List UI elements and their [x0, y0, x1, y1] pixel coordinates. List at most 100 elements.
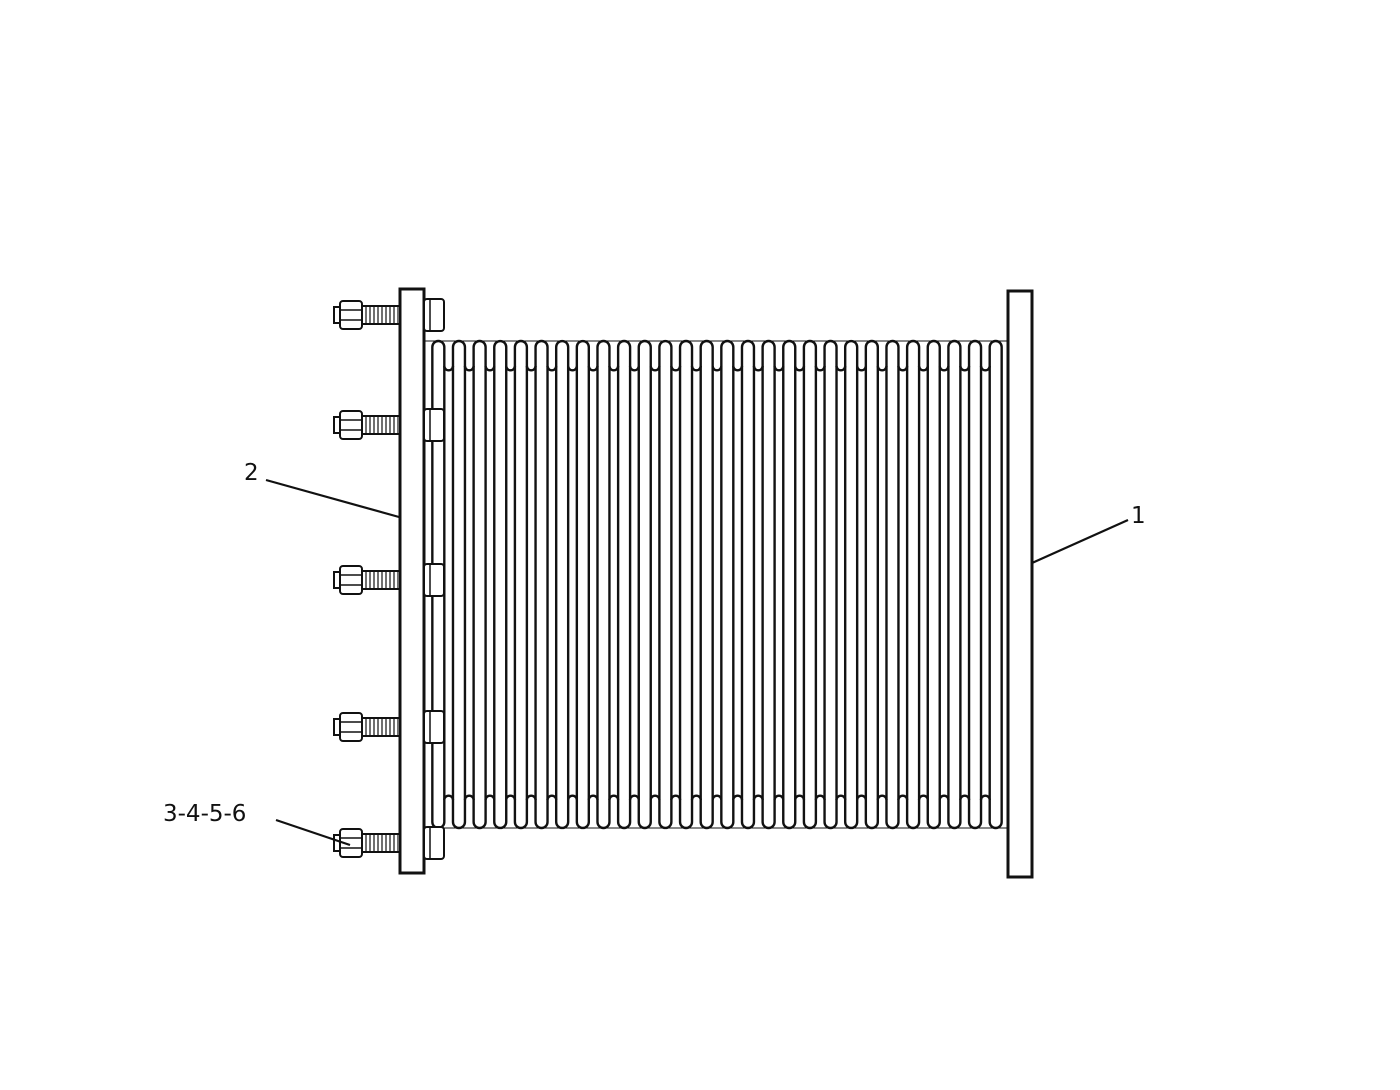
bellows-convolution: [947, 339, 962, 830]
bolt-head: [423, 826, 445, 860]
bellows-valley: [546, 794, 558, 801]
bellows-convolution: [451, 339, 467, 830]
bellows-valley: [752, 365, 764, 372]
bellows-valley: [732, 365, 744, 372]
bolt-tip: [333, 718, 341, 736]
bellows-convolution: [823, 339, 838, 830]
bolt-tip: [333, 306, 341, 324]
bolt-head: [423, 408, 445, 442]
bellows-valley: [608, 365, 620, 372]
bellows-convolution: [740, 339, 756, 830]
bellows-valley: [794, 365, 806, 372]
bellows-valley: [917, 365, 929, 372]
bellows-valley: [608, 794, 620, 801]
bellows-valley: [876, 794, 888, 801]
bellows-convolution: [678, 339, 694, 830]
hex-nut: [339, 565, 363, 595]
bellows-convolution: [513, 339, 529, 830]
bellows-valley: [711, 794, 723, 801]
right-flange: [1006, 289, 1034, 879]
bellows-convolution: [699, 339, 714, 830]
bellows-valley: [876, 365, 888, 372]
bellows-valley: [959, 794, 971, 801]
bellows-convolution: [472, 339, 487, 830]
bellows-valley: [484, 365, 496, 372]
bellows-valley: [649, 794, 661, 801]
bellows-convolution: [782, 339, 797, 830]
bellows-valley: [690, 365, 702, 372]
bellows-valley: [814, 365, 826, 372]
bellows-valley: [566, 365, 579, 372]
bellows-convolution: [967, 339, 983, 830]
callout-part-2: 2: [244, 460, 259, 486]
bellows-valley: [649, 365, 661, 372]
bolt-tip: [333, 416, 341, 434]
hex-nut: [339, 712, 363, 742]
bellows-valley: [855, 365, 868, 372]
bellows-convolution: [431, 339, 446, 830]
bolt-assembly: [333, 826, 445, 860]
bellows-valley: [938, 794, 950, 801]
bellows-valley: [959, 365, 971, 372]
bellows-convolution: [637, 339, 652, 830]
bolt-assembly: [333, 563, 445, 597]
bellows-valley: [670, 794, 682, 801]
bellows-convolution: [843, 339, 859, 830]
bellows-valley: [525, 365, 537, 372]
bellows-valley: [670, 365, 682, 372]
leader-line-3-4-5-6: [275, 818, 351, 847]
bellows-valley: [587, 794, 599, 801]
bellows-valley: [732, 794, 744, 801]
bellows-valley: [855, 794, 868, 801]
bellows-valley: [897, 794, 909, 801]
bellows-convolution: [885, 339, 900, 830]
bellows-convolution: [534, 339, 549, 830]
bellows-valley: [505, 794, 517, 801]
bellows-valley: [463, 365, 475, 372]
bellows-convolution: [720, 339, 735, 830]
bellows-body: [424, 339, 1008, 830]
bellows-valley: [711, 365, 723, 372]
bellows-convolution: [802, 339, 818, 830]
bolt-tip: [333, 834, 341, 852]
bellows-valley: [773, 794, 785, 801]
bellows-valley: [484, 794, 496, 801]
hex-nut: [339, 410, 363, 440]
bolt-assembly: [333, 408, 445, 442]
bellows-valley: [794, 794, 806, 801]
bellows-valley: [505, 365, 517, 372]
leader-line-1: [1031, 518, 1129, 565]
bellows-convolution: [905, 339, 921, 830]
bellows-valley: [443, 365, 455, 372]
bolt-assembly: [333, 710, 445, 744]
bellows-valley: [814, 794, 826, 801]
bellows-valley: [752, 794, 764, 801]
bellows-valley: [835, 365, 847, 372]
bellows-convolution: [616, 339, 632, 830]
bellows-convolution: [926, 339, 941, 830]
bellows-convolution: [658, 339, 673, 830]
callout-parts-3-4-5-6: 3-4-5-6: [163, 801, 246, 827]
bellows-valley: [979, 794, 991, 801]
bellows-valley: [773, 365, 785, 372]
left-flange: [398, 287, 426, 875]
bellows-valley: [917, 794, 929, 801]
bolt-assemblies: [333, 298, 445, 860]
bellows-valley: [835, 794, 847, 801]
bellows-convolution: [596, 339, 611, 830]
bolt-head: [423, 710, 445, 744]
bolt-head: [423, 563, 445, 597]
bellows-valley: [463, 794, 475, 801]
callout-part-1: 1: [1131, 503, 1146, 529]
leader-line-2: [265, 478, 400, 519]
bellows-valley: [628, 794, 640, 801]
bellows-convolution: [575, 339, 591, 830]
bellows-valley: [690, 794, 702, 801]
bellows-valley: [897, 365, 909, 372]
bellows-valley: [628, 365, 640, 372]
bellows-valley: [938, 365, 950, 372]
bellows-convolution: [864, 339, 880, 830]
bolt-assembly: [333, 298, 445, 332]
bellows-convolution: [988, 339, 1003, 830]
